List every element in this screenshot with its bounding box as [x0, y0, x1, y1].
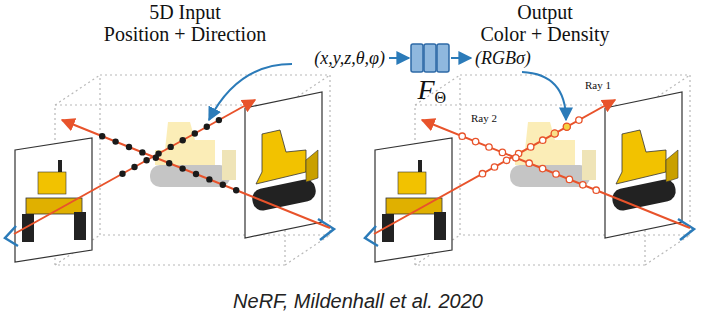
network-bars — [410, 43, 450, 73]
panel-heading: Output — [517, 1, 573, 23]
camera-ray — [14, 100, 255, 234]
input-scene — [5, 75, 334, 265]
sample-points — [99, 117, 239, 193]
flow-arrow — [451, 57, 471, 59]
query-arrow — [209, 64, 292, 120]
function-symbol: F — [417, 76, 434, 104]
layer-bar — [411, 44, 423, 72]
network-box: FΘ — [410, 43, 450, 73]
output-scene — [365, 75, 694, 265]
function-subscript: Θ — [435, 90, 447, 106]
tuple-text: (RGBσ) — [475, 48, 531, 68]
output-tuple: (RGBσ) — [472, 47, 534, 69]
result-arrow — [522, 72, 566, 120]
input-tuple: (x,y,z,θ,φ) — [311, 47, 388, 69]
tuple-text: (x,y,z,θ,φ) — [314, 48, 385, 68]
ray-label: Ray 1 — [584, 79, 612, 92]
layer-bar — [424, 44, 436, 72]
highlight-sample — [563, 123, 570, 130]
panel-heading: 5D Input — [149, 1, 221, 23]
sample-points — [459, 117, 599, 193]
highlight-sample — [551, 130, 558, 137]
flow-arrow — [389, 57, 409, 59]
layer-bar — [437, 44, 449, 72]
panel-subheading: Color + Density — [480, 23, 609, 45]
camera-ray — [374, 100, 615, 234]
ray-label: Ray 2 — [470, 112, 498, 125]
panel-subheading: Position + Direction — [104, 23, 266, 45]
figure-caption: NeRF, Mildenhall et al. 2020 — [233, 289, 483, 313]
